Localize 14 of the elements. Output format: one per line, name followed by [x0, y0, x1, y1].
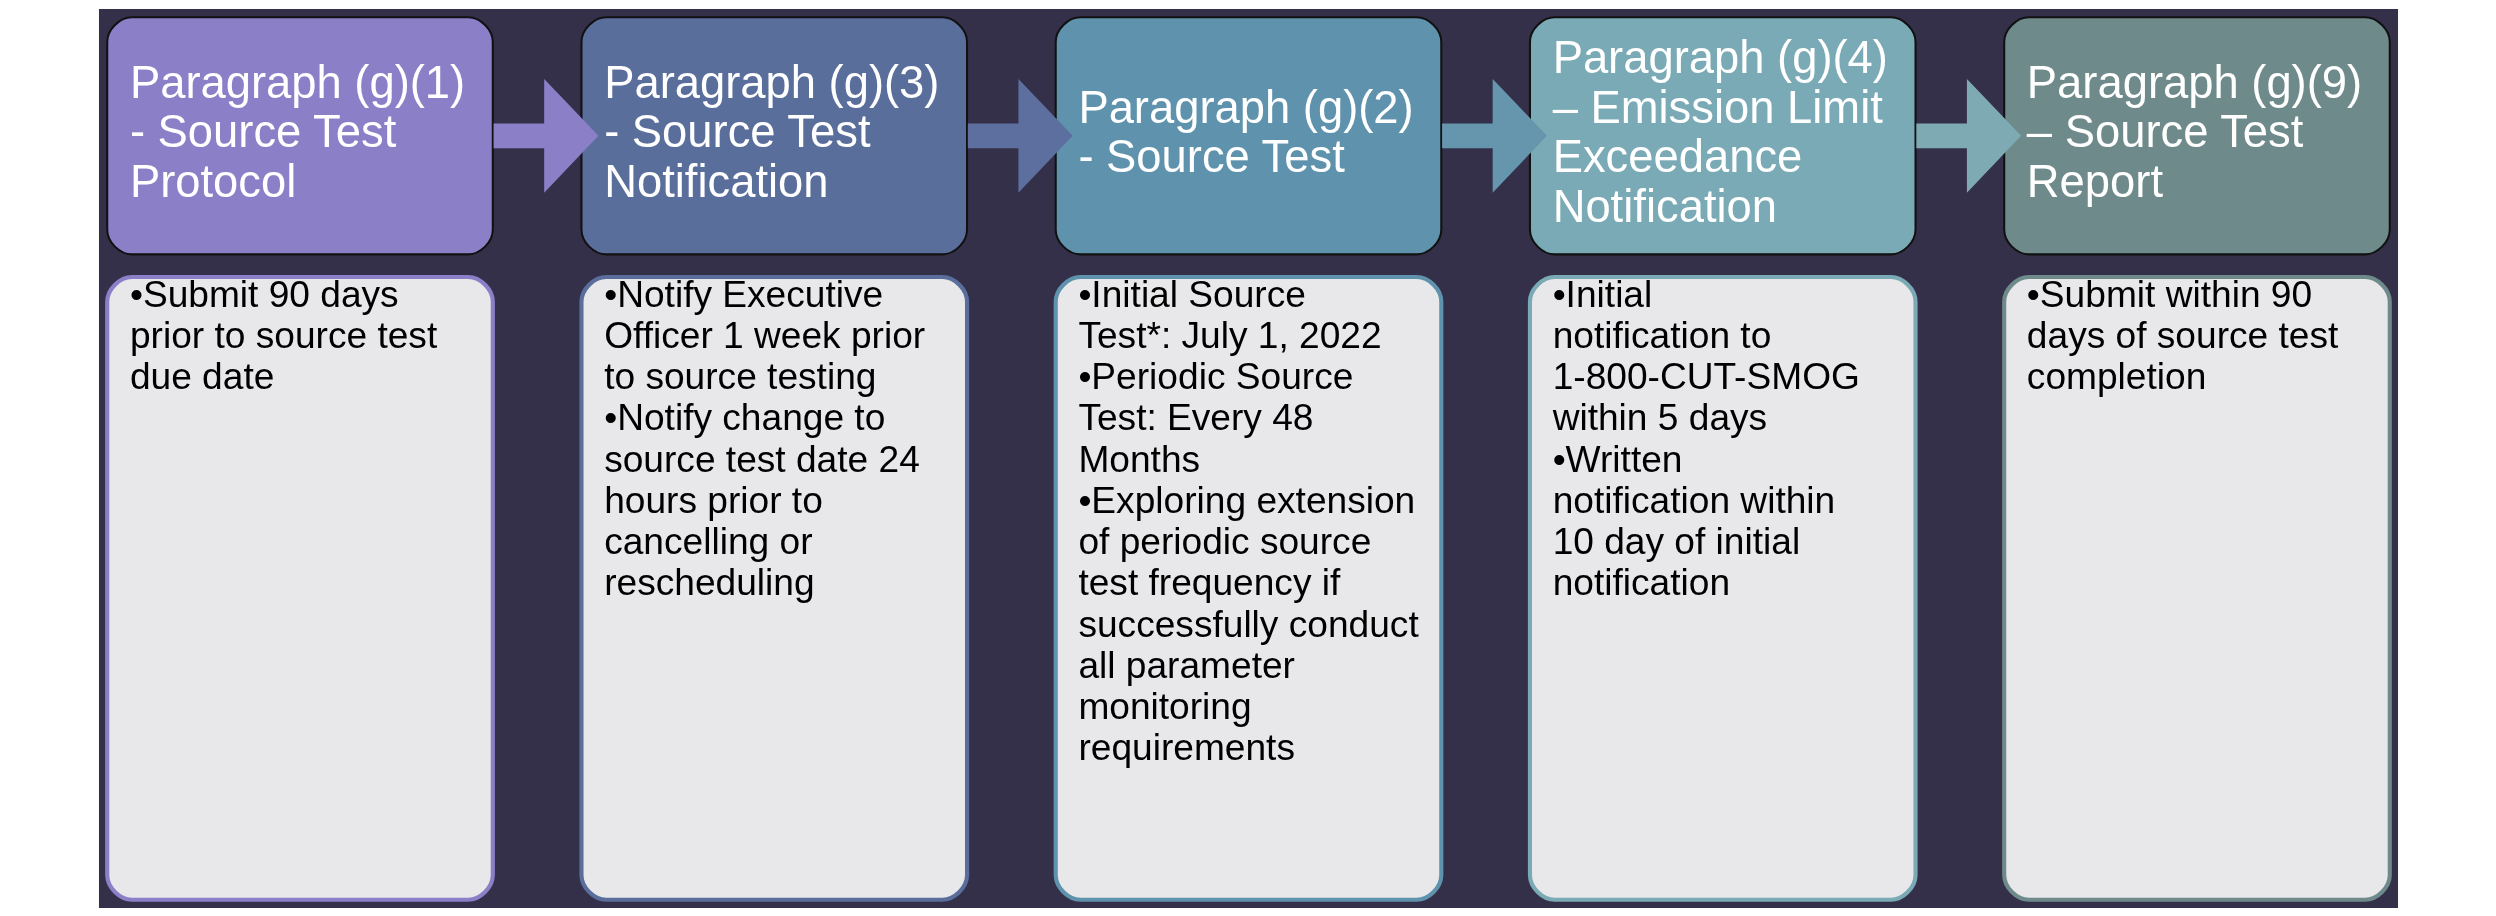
node-box: Paragraph (g)(2) - Source Test [1054, 15, 1442, 255]
node-box: •Submit 90 days prior to source test due date [104, 274, 495, 902]
node-box: •Submit within 90 days of source test completion [2001, 274, 2392, 902]
node-box: Paragraph (g)(3) - Source Test Notification [579, 15, 968, 255]
arrow [1441, 78, 1547, 193]
node-box: •Notify Executive Officer 1 week prior to source testing •Notify change to source test date 24 hours prior to cancelling or rescheduling [578, 274, 969, 902]
arrow [967, 78, 1073, 193]
node-box: •Initial notification to 1-800-CUT-SMOG within 5 days •Written notification within 10 day of initial notification [1527, 274, 1918, 902]
arrow [1915, 78, 2021, 193]
arrow [493, 78, 598, 193]
node-box: Paragraph (g)(9) – Source Test Report [2002, 15, 2391, 255]
node-box: Paragraph (g)(1) - Source Test Protocol [105, 15, 494, 255]
node-box: •Initial Source Test*: July 1, 2022 •Periodic Source Test: Every 48 Months •Exploring extension of periodic source test frequency if successfully conduct all parameter monitoring requirements [1053, 274, 1443, 902]
node-box: Paragraph (g)(4) – Emission Limit Exceedance Notification [1528, 15, 1917, 255]
